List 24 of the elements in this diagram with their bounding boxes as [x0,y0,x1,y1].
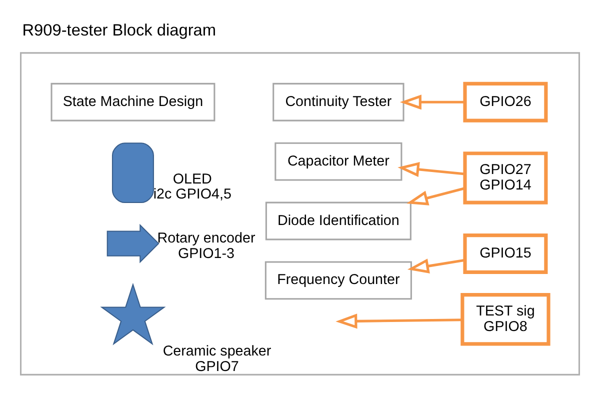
node-box: Capacitor Meter [274,142,402,180]
node-box: GPIO15 [463,233,548,274]
arrow [407,258,466,273]
node-arrow [106,223,160,263]
node-box: Continuity Tester [272,82,404,121]
arrow [400,94,465,110]
node-box: GPIO27 GPIO14 [463,151,548,204]
node-star [100,282,166,345]
arrow [398,161,466,176]
node-box: Frequency Counter [264,260,412,300]
arrow [336,313,462,328]
node-label: GPIO7 [195,358,239,374]
node-label: Rotary encoder [157,230,256,246]
node-box: State Machine Design [50,82,216,121]
node-box: GPIO26 [463,81,548,122]
node-label: Ceramic speaker [162,342,272,359]
node-box: TEST sig GPIO8 [460,292,550,346]
arrow [406,186,466,205]
node-semicircle [112,142,154,203]
diagram-title: R909-tester Block diagram [22,20,216,39]
node-label: OLED [172,170,212,187]
node-label: i2c GPIO4,5 [153,186,232,202]
node-label: GPIO1-3 [178,246,235,262]
node-box: Diode Identification [265,201,412,240]
